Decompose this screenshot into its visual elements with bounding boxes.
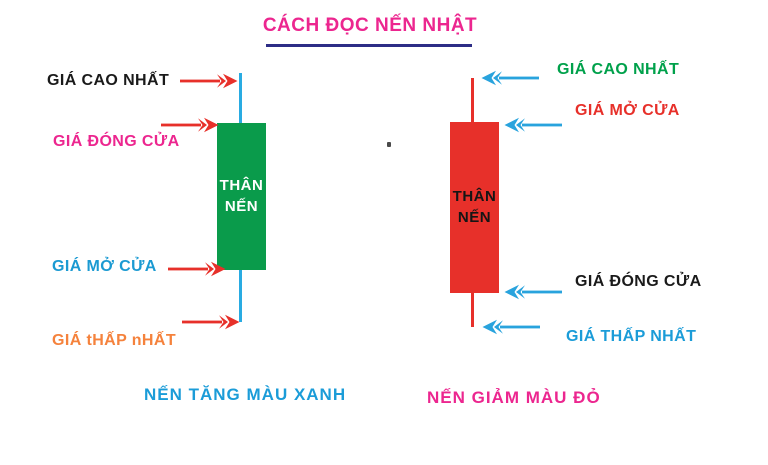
- bearish-upper-wick: [471, 78, 474, 122]
- bullish-open-arrow-icon: [168, 261, 226, 277]
- bullish-open-label: GIÁ MỞ CỬA: [52, 258, 157, 275]
- bearish-candle-body: THÂN NẾN: [450, 122, 499, 293]
- page-title: CÁCH ĐỌC NẾN NHẬT: [262, 15, 478, 36]
- bearish-low-arrow-icon: [482, 319, 540, 335]
- bearish-body-label-line1: THÂN: [452, 188, 497, 206]
- bearish-close-label: GIÁ ĐÓNG CỬA: [575, 273, 702, 290]
- bearish-caption: NẾN GIẢM MÀU ĐỎ: [427, 388, 601, 407]
- bearish-body-label: THÂN NẾN: [453, 187, 497, 228]
- bullish-caption: NẾN TĂNG MÀU XANH: [144, 385, 347, 404]
- bullish-close-label: GIÁ ĐÓNG CỬA: [53, 133, 180, 150]
- bearish-close-arrow-icon: [504, 284, 562, 300]
- bearish-open-label: GIÁ MỞ CỬA: [575, 102, 680, 119]
- bearish-high-label: GIÁ CAO NHẤT: [557, 61, 680, 78]
- bullish-body-label-line1: THÂN: [219, 177, 264, 195]
- bullish-candle-body: THÂN NẾN: [217, 123, 266, 270]
- bullish-body-label-line2: NẾN: [224, 197, 259, 215]
- bullish-body-label: THÂN NẾN: [220, 176, 264, 217]
- bearish-open-arrow-icon: [504, 117, 562, 133]
- bullish-high-label: GIÁ CAO NHẤT: [47, 72, 170, 89]
- title-underline: [266, 44, 472, 47]
- bullish-low-label: GIÁ tHẤP nHẤT: [52, 332, 177, 349]
- bearish-high-arrow-icon: [481, 70, 539, 86]
- bullish-lower-wick: [239, 270, 242, 322]
- bearish-lower-wick: [471, 293, 474, 327]
- bullish-high-arrow-icon: [180, 73, 238, 89]
- bullish-close-arrow-icon: [161, 117, 219, 133]
- bearish-body-label-line2: NẾN: [457, 208, 492, 226]
- bullish-upper-wick: [239, 73, 242, 123]
- bullish-low-arrow-icon: [182, 314, 240, 330]
- bearish-low-label: GIÁ THẤP NHẤT: [566, 328, 697, 345]
- dot-mark: [387, 142, 391, 147]
